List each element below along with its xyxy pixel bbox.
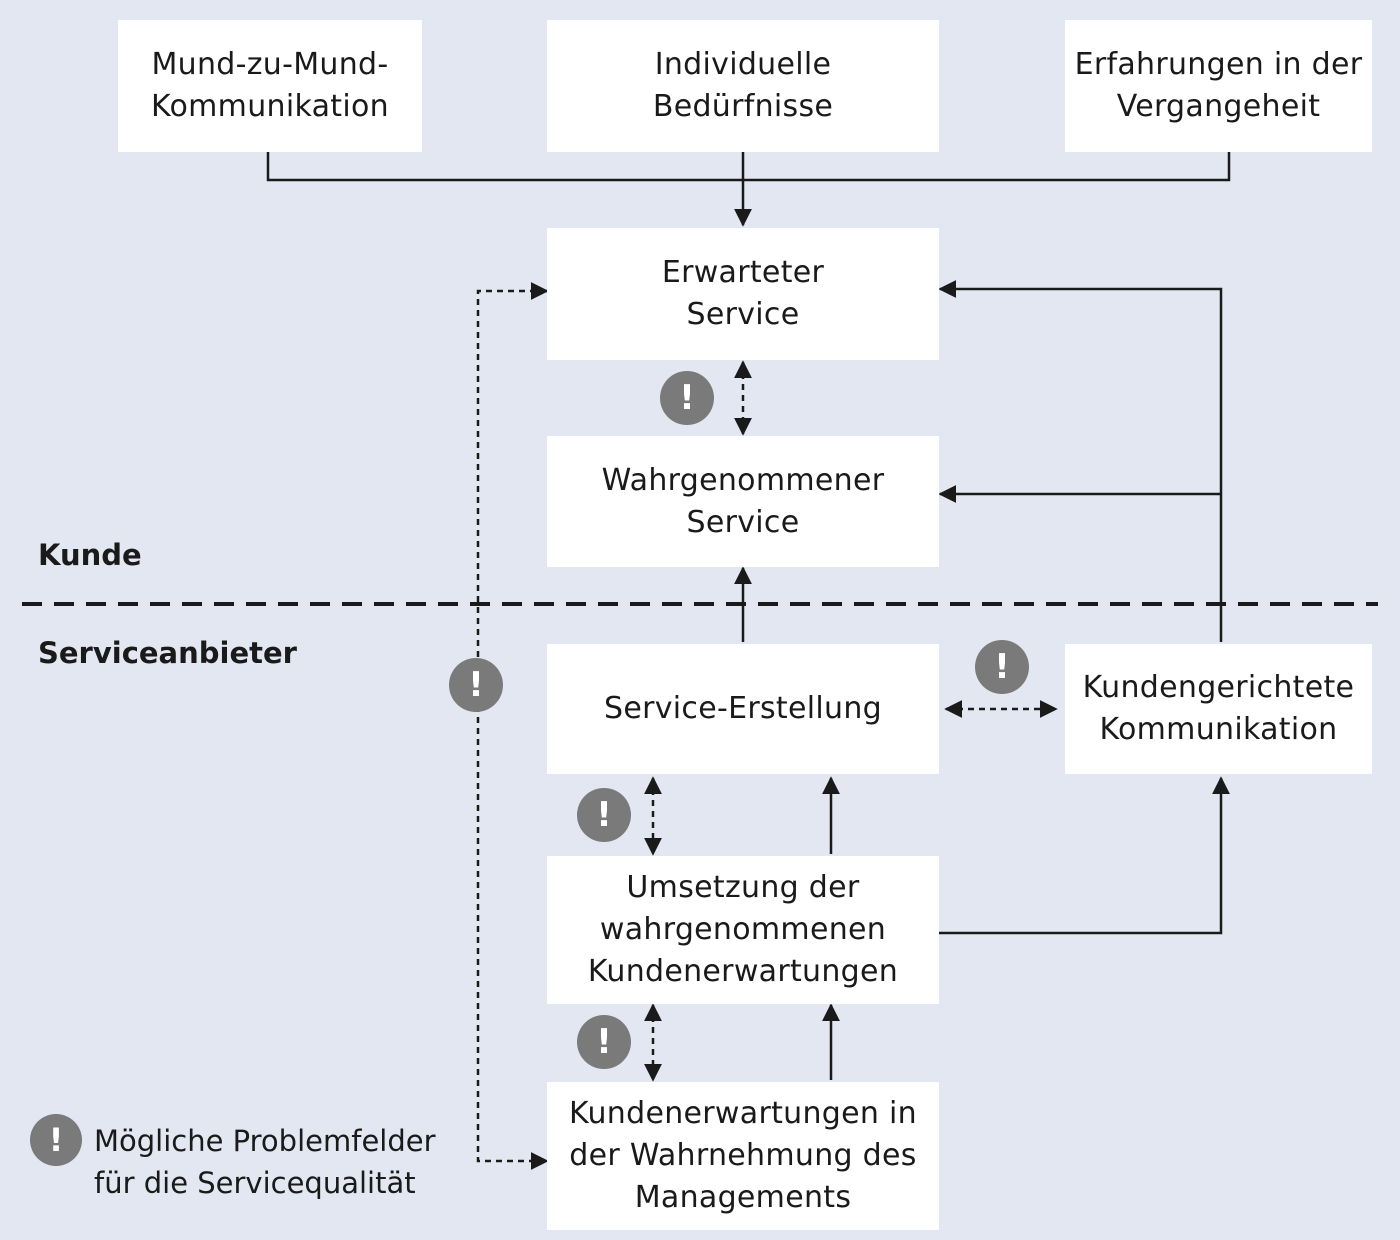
- arrow-communication-to-expected: [938, 280, 1223, 642]
- box-expected-service: Erwarteter Service: [547, 228, 939, 360]
- box-past-experience: Erfahrungen in der Vergangeheit: [1065, 20, 1372, 152]
- box-individual-needs: Individuelle Bedürfnisse: [547, 20, 939, 152]
- zone-label-customer: Kunde: [38, 538, 142, 572]
- box-service-delivery: Service-Erstellung: [547, 644, 939, 774]
- warning-icon: !: [577, 1015, 631, 1069]
- zone-label-provider: Serviceanbieter: [38, 636, 297, 670]
- connector-sources-merge: [266, 152, 1231, 182]
- box-word-of-mouth: Mund-zu-Mund- Kommunikation: [118, 20, 422, 152]
- warning-icon: !: [577, 788, 631, 842]
- warning-icon: !: [449, 658, 503, 712]
- warning-icon: !: [660, 371, 714, 425]
- box-perceived-service: Wahrgenommener Service: [547, 436, 939, 567]
- legend-text: Mögliche Problemfelder für die Servicequ…: [94, 1124, 436, 1200]
- arrow-specs-to-communication: [937, 776, 1230, 935]
- box-specifications: Umsetzung der wahrgenommenen Kundenerwar…: [547, 856, 939, 1004]
- gap-arrow-expected-management: [476, 282, 549, 1170]
- box-management-perception: Kundenerwartungen in der Wahrnehmung des…: [547, 1082, 939, 1230]
- warning-icon: !: [975, 640, 1029, 694]
- box-customer-communication: Kundengerichtete Kommunikation: [1065, 644, 1372, 774]
- legend-warning-icon: !: [30, 1114, 82, 1166]
